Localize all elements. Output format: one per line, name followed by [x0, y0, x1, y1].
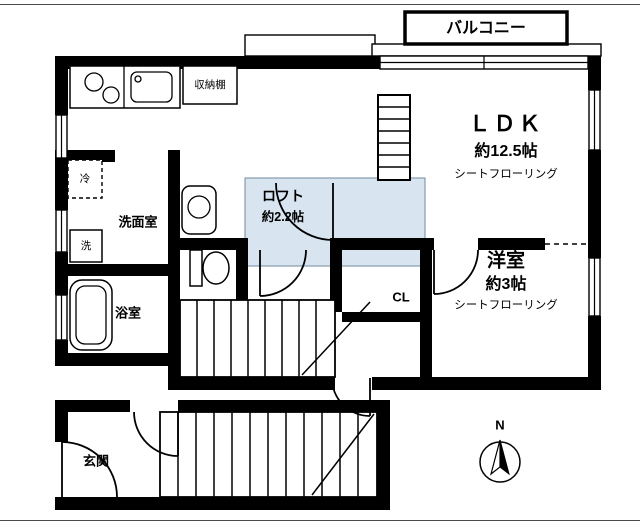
toilet-door [259, 249, 307, 297]
western-room-flooring-label: シートフローリング [454, 299, 558, 312]
loft-name-label: ロフト [262, 188, 304, 204]
ldk-flooring-label: シートフローリング [454, 168, 558, 181]
landing-door [331, 377, 371, 417]
fridge-space-box [67, 159, 103, 199]
balcony-label: バルコニー [446, 20, 526, 37]
left-window-1 [55, 114, 68, 159]
ldk-size-label: 約12.5帖 [474, 143, 538, 160]
compass-icon [479, 439, 521, 483]
ldk-name-label: ＬＤＫ [468, 111, 544, 136]
balcony-structure [244, 10, 602, 57]
western-room-door [433, 249, 479, 295]
loft-ladder-stairs [377, 94, 411, 181]
washer-label: 洗 [80, 239, 92, 252]
storage-label: 収納棚 [194, 78, 226, 91]
closet-label: CL [392, 289, 410, 305]
washbasin-icon [181, 185, 217, 235]
kitchen-counter [69, 65, 181, 109]
stove-burner-icon [102, 86, 120, 104]
bathtub-icon [69, 279, 113, 351]
stove-burner-icon [84, 72, 104, 92]
page-divider-top [0, 4, 640, 5]
washer-box [69, 229, 103, 263]
front-door [61, 441, 118, 498]
loft-door [275, 182, 334, 241]
entrance-label: 玄関 [82, 453, 110, 469]
fridge-label: 冷 [79, 172, 91, 185]
balcony-label-box [403, 10, 569, 46]
main-staircase [179, 299, 371, 378]
compass-north-label: N [495, 417, 505, 433]
right-window-2 [588, 257, 601, 317]
loft-size-label: 約2.2帖 [261, 209, 305, 224]
right-window-1 [588, 89, 601, 151]
balcony-window [379, 55, 589, 70]
left-window-2 [55, 209, 68, 253]
entrance-staircase [159, 411, 378, 498]
left-window-3 [55, 294, 68, 341]
bathroom-label: 浴室 [114, 305, 142, 321]
kitchen-sink-icon [130, 71, 173, 103]
entrance-inner-door [133, 411, 179, 457]
walls [55, 56, 601, 510]
storage-shelf-box [182, 65, 238, 105]
western-room-size-label: 約3帖 [485, 276, 527, 293]
western-room-name-label: 洋室 [486, 250, 526, 272]
washroom-label: 洗面室 [118, 214, 158, 230]
toilet-icon [189, 249, 230, 287]
page-divider-bottom [0, 520, 640, 521]
